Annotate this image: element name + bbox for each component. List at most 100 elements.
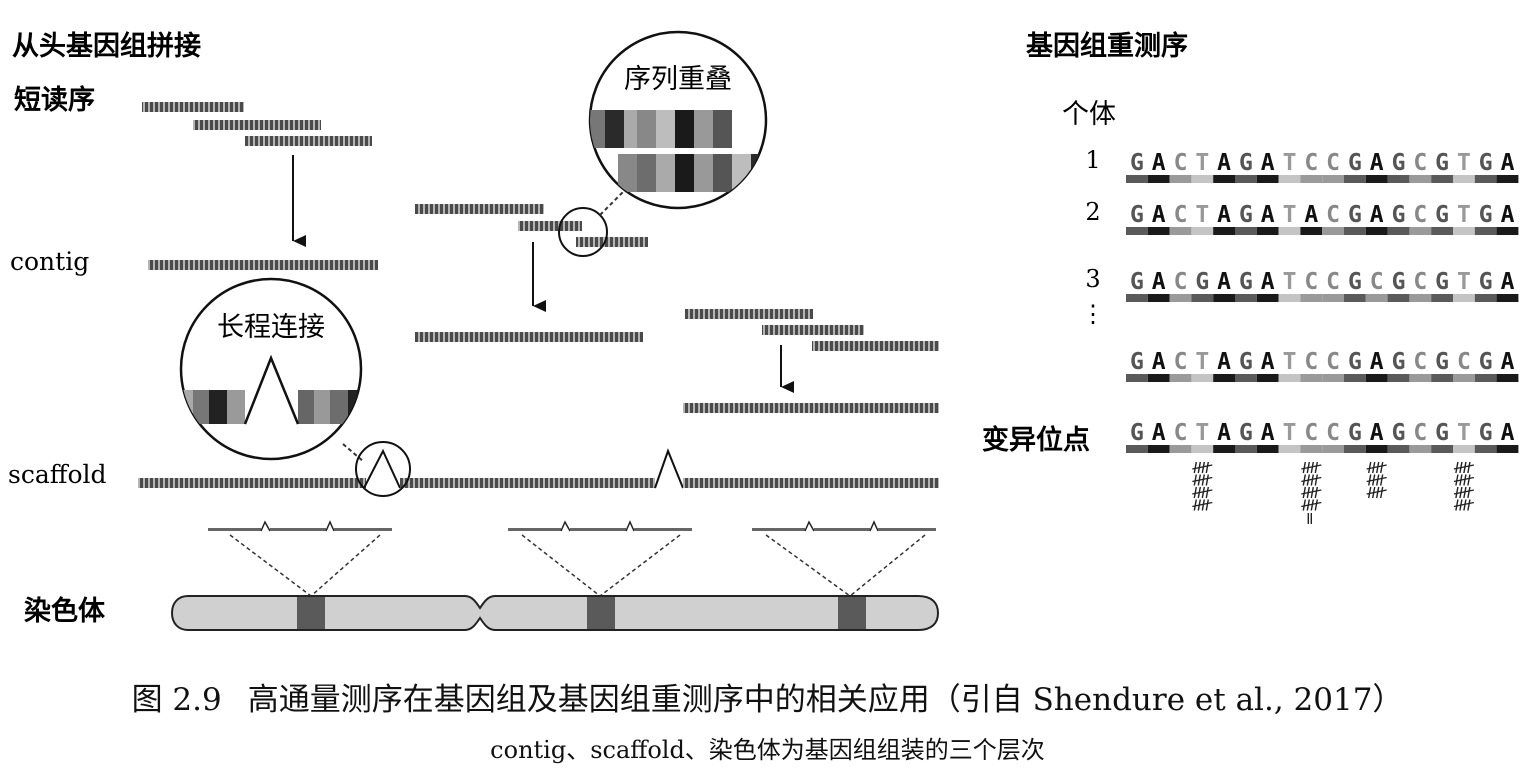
base-letter: G <box>1239 269 1253 295</box>
base-letter: C <box>1174 150 1188 176</box>
contig-1 <box>148 260 378 270</box>
base-letter: G <box>1348 349 1362 375</box>
base-letter: T <box>1283 349 1297 375</box>
base-letter: C <box>1326 349 1340 375</box>
base-color-block <box>1126 294 1148 302</box>
base-color-block <box>1235 175 1257 183</box>
base-letter: C <box>1304 269 1318 295</box>
base-color-block <box>1256 294 1279 302</box>
base-color-block <box>1147 294 1170 302</box>
base-letter: G <box>1130 349 1144 375</box>
base-letter: A <box>1217 150 1231 176</box>
base-letter: A <box>1370 202 1384 228</box>
base-letter: G <box>1392 349 1406 375</box>
base-letter: G <box>1130 150 1144 176</box>
base-color-block <box>1213 374 1235 382</box>
base-color-block <box>1235 445 1257 453</box>
base-letter: A <box>1501 349 1515 375</box>
base-color-block <box>1169 374 1192 382</box>
base-letter: C <box>1326 150 1340 176</box>
base-letter: A <box>1261 420 1275 446</box>
overlap-connector <box>599 189 626 216</box>
base-letter: G <box>1195 269 1209 295</box>
base-letter: G <box>1435 150 1449 176</box>
base-letter: T <box>1195 420 1209 446</box>
base-letter: T <box>1457 150 1471 176</box>
base-color-block <box>1235 294 1257 302</box>
base-color-block <box>1409 227 1432 235</box>
base-color-block <box>1387 294 1410 302</box>
base-letter: C <box>1326 202 1340 228</box>
individual-number: 3 <box>1085 265 1100 293</box>
contig-3 <box>683 403 939 413</box>
base-letter: A <box>1217 349 1231 375</box>
base-color-block <box>1256 175 1279 183</box>
overlap-small-circle <box>558 207 608 257</box>
base-letter: C <box>1326 420 1340 446</box>
base-color-block <box>1387 445 1410 453</box>
base-color-block <box>1191 175 1214 183</box>
base-letter: G <box>1435 269 1449 295</box>
base-color-block <box>1213 227 1235 235</box>
tally-group <box>1453 461 1475 511</box>
scaffold-line <box>138 448 939 489</box>
base-letter: G <box>1130 202 1144 228</box>
base-color-block <box>1409 175 1432 183</box>
long-range-small-circle <box>355 441 411 497</box>
base-color-block <box>1147 374 1170 382</box>
base-color-block <box>1191 374 1214 382</box>
assembly-figure: 从头基因组拼接 短读序 contig scaffold 染色体 <box>8 30 1519 631</box>
base-letter: T <box>1283 202 1297 228</box>
base-color-block <box>1191 294 1214 302</box>
base-letter: A <box>1152 349 1166 375</box>
base-letter: A <box>1501 420 1515 446</box>
long-range-callout: 长程连接 <box>179 277 363 461</box>
base-color-block <box>1256 227 1279 235</box>
base-letter: G <box>1479 269 1493 295</box>
base-color-block <box>1300 374 1323 382</box>
base-color-block <box>1431 445 1453 453</box>
base-color-block <box>1256 374 1279 382</box>
chromosome-band-2 <box>587 597 615 629</box>
base-color-block <box>1169 175 1192 183</box>
base-color-block <box>1235 374 1257 382</box>
reads-group-1 <box>142 102 372 146</box>
base-color-block <box>1213 175 1235 183</box>
right-panel-title: 基因组重测序 <box>1026 30 1188 62</box>
base-color-block <box>1278 227 1301 235</box>
base-color-block <box>1431 227 1453 235</box>
base-color-block <box>1365 294 1388 302</box>
base-color-block <box>1126 445 1148 453</box>
base-color-block <box>1278 294 1301 302</box>
base-letter: C <box>1413 150 1427 176</box>
base-letter: G <box>1130 420 1144 446</box>
base-letter: T <box>1195 150 1209 176</box>
base-color-block <box>1344 374 1366 382</box>
base-color-block <box>1387 374 1410 382</box>
base-color-block <box>1191 227 1214 235</box>
long-range-callout-label: 长程连接 <box>217 312 325 343</box>
base-color-block <box>1300 294 1323 302</box>
caption-text: 高通量测序在基因组及基因组重测序中的相关应用（引自 Shendure et al… <box>247 682 1404 718</box>
figure-subcaption: contig、scaffold、染色体为基因组组装的三个层次 <box>490 736 1045 764</box>
chromosome-band-1 <box>297 597 325 629</box>
contig-label: contig <box>10 247 89 276</box>
overlap-callout: 序列重叠 <box>588 30 768 210</box>
base-letter: G <box>1435 202 1449 228</box>
base-letter: T <box>1283 420 1297 446</box>
base-color-block <box>1409 294 1432 302</box>
base-color-block <box>1496 374 1519 382</box>
base-color-block <box>1322 294 1344 302</box>
base-color-block <box>1322 227 1344 235</box>
base-color-block <box>1235 227 1257 235</box>
base-letter: C <box>1174 420 1188 446</box>
base-letter: A <box>1304 202 1318 228</box>
base-letter: C <box>1413 269 1427 295</box>
base-color-block <box>1169 294 1192 302</box>
base-color-block <box>1322 175 1344 183</box>
base-color-block <box>1474 374 1497 382</box>
